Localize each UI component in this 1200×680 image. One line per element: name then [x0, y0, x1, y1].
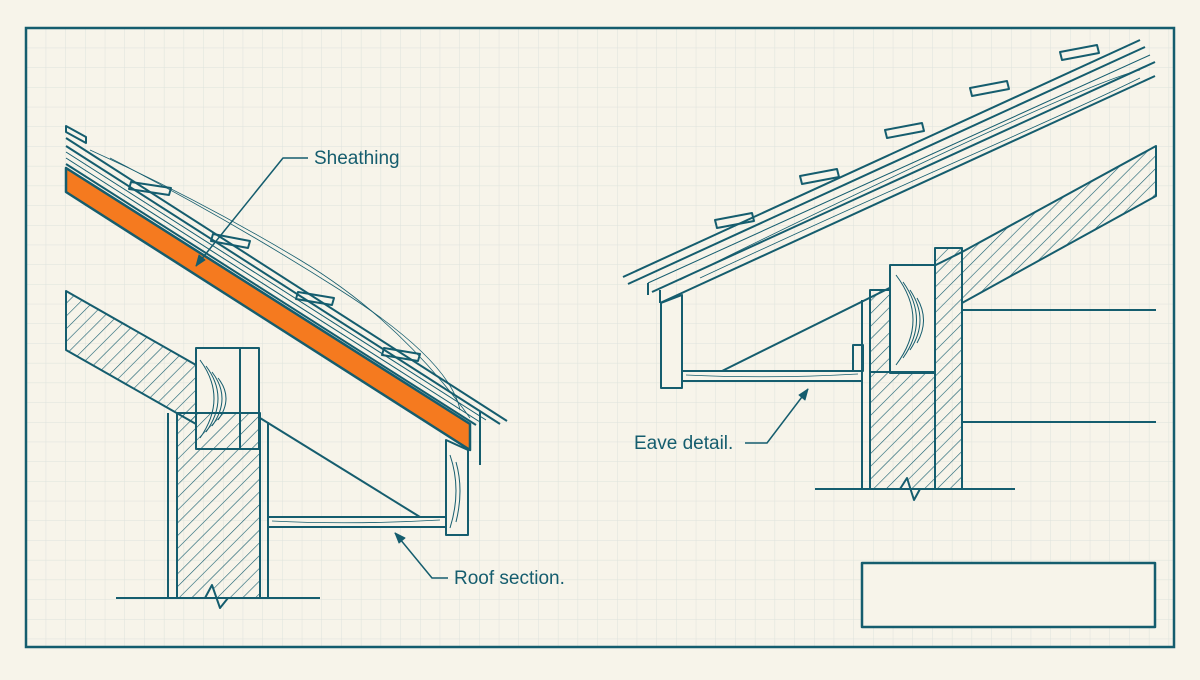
shingle	[1059, 44, 1100, 61]
shingle	[381, 347, 421, 362]
wood-ring	[916, 297, 924, 344]
eave-detail-drawing	[622, 39, 1157, 501]
wall-stud-hatched	[869, 371, 936, 490]
wood-grain	[699, 77, 1141, 279]
roof-layer-line	[622, 39, 1141, 278]
arrowhead	[394, 532, 406, 544]
roof-layer-line	[65, 151, 487, 421]
roof-layer-line	[65, 137, 508, 422]
sheathing-layer	[64, 166, 472, 452]
post-hatched	[934, 247, 963, 490]
wood-grain	[89, 149, 471, 419]
eave-leader-line	[745, 388, 809, 444]
shingle	[969, 80, 1010, 97]
shingle	[65, 125, 87, 144]
shingle	[884, 122, 925, 139]
roof-layer-line	[647, 54, 1151, 284]
arrowhead	[195, 254, 206, 267]
roof-layer-line	[651, 61, 1156, 293]
diagonal-brace	[259, 417, 421, 518]
wood-ring	[895, 274, 914, 366]
wood-grain	[271, 519, 441, 524]
fascia-board	[660, 294, 683, 389]
stud-hatched	[869, 289, 891, 373]
title-block	[860, 561, 1157, 629]
wood-grain	[109, 157, 461, 411]
sheathing-underside	[659, 75, 1156, 304]
sheathing-label: Sheathing	[314, 148, 400, 169]
roof-layer-line	[65, 145, 501, 425]
wood-grain	[679, 69, 1141, 281]
wood-ring	[909, 289, 921, 351]
roof-layer-line	[627, 46, 1146, 285]
wood-ring	[902, 281, 917, 359]
wood-ring	[455, 461, 461, 523]
roof-layer-line	[65, 163, 477, 426]
shingle	[714, 212, 755, 229]
roof-section-leader-line	[394, 532, 448, 579]
roof-section-drawing	[64, 125, 508, 609]
arrowhead	[798, 388, 809, 401]
roof-layer-line	[65, 157, 481, 423]
fascia-board	[445, 439, 469, 536]
sheathing-leader-line	[195, 157, 308, 267]
wood-grain	[685, 373, 859, 378]
wall-stud-hatched	[176, 412, 261, 599]
eave-detail-label: Eave detail.	[634, 433, 734, 454]
roof-section-label: Roof section.	[454, 568, 565, 589]
sheet-border	[24, 26, 1176, 649]
wood-ring	[449, 454, 457, 529]
